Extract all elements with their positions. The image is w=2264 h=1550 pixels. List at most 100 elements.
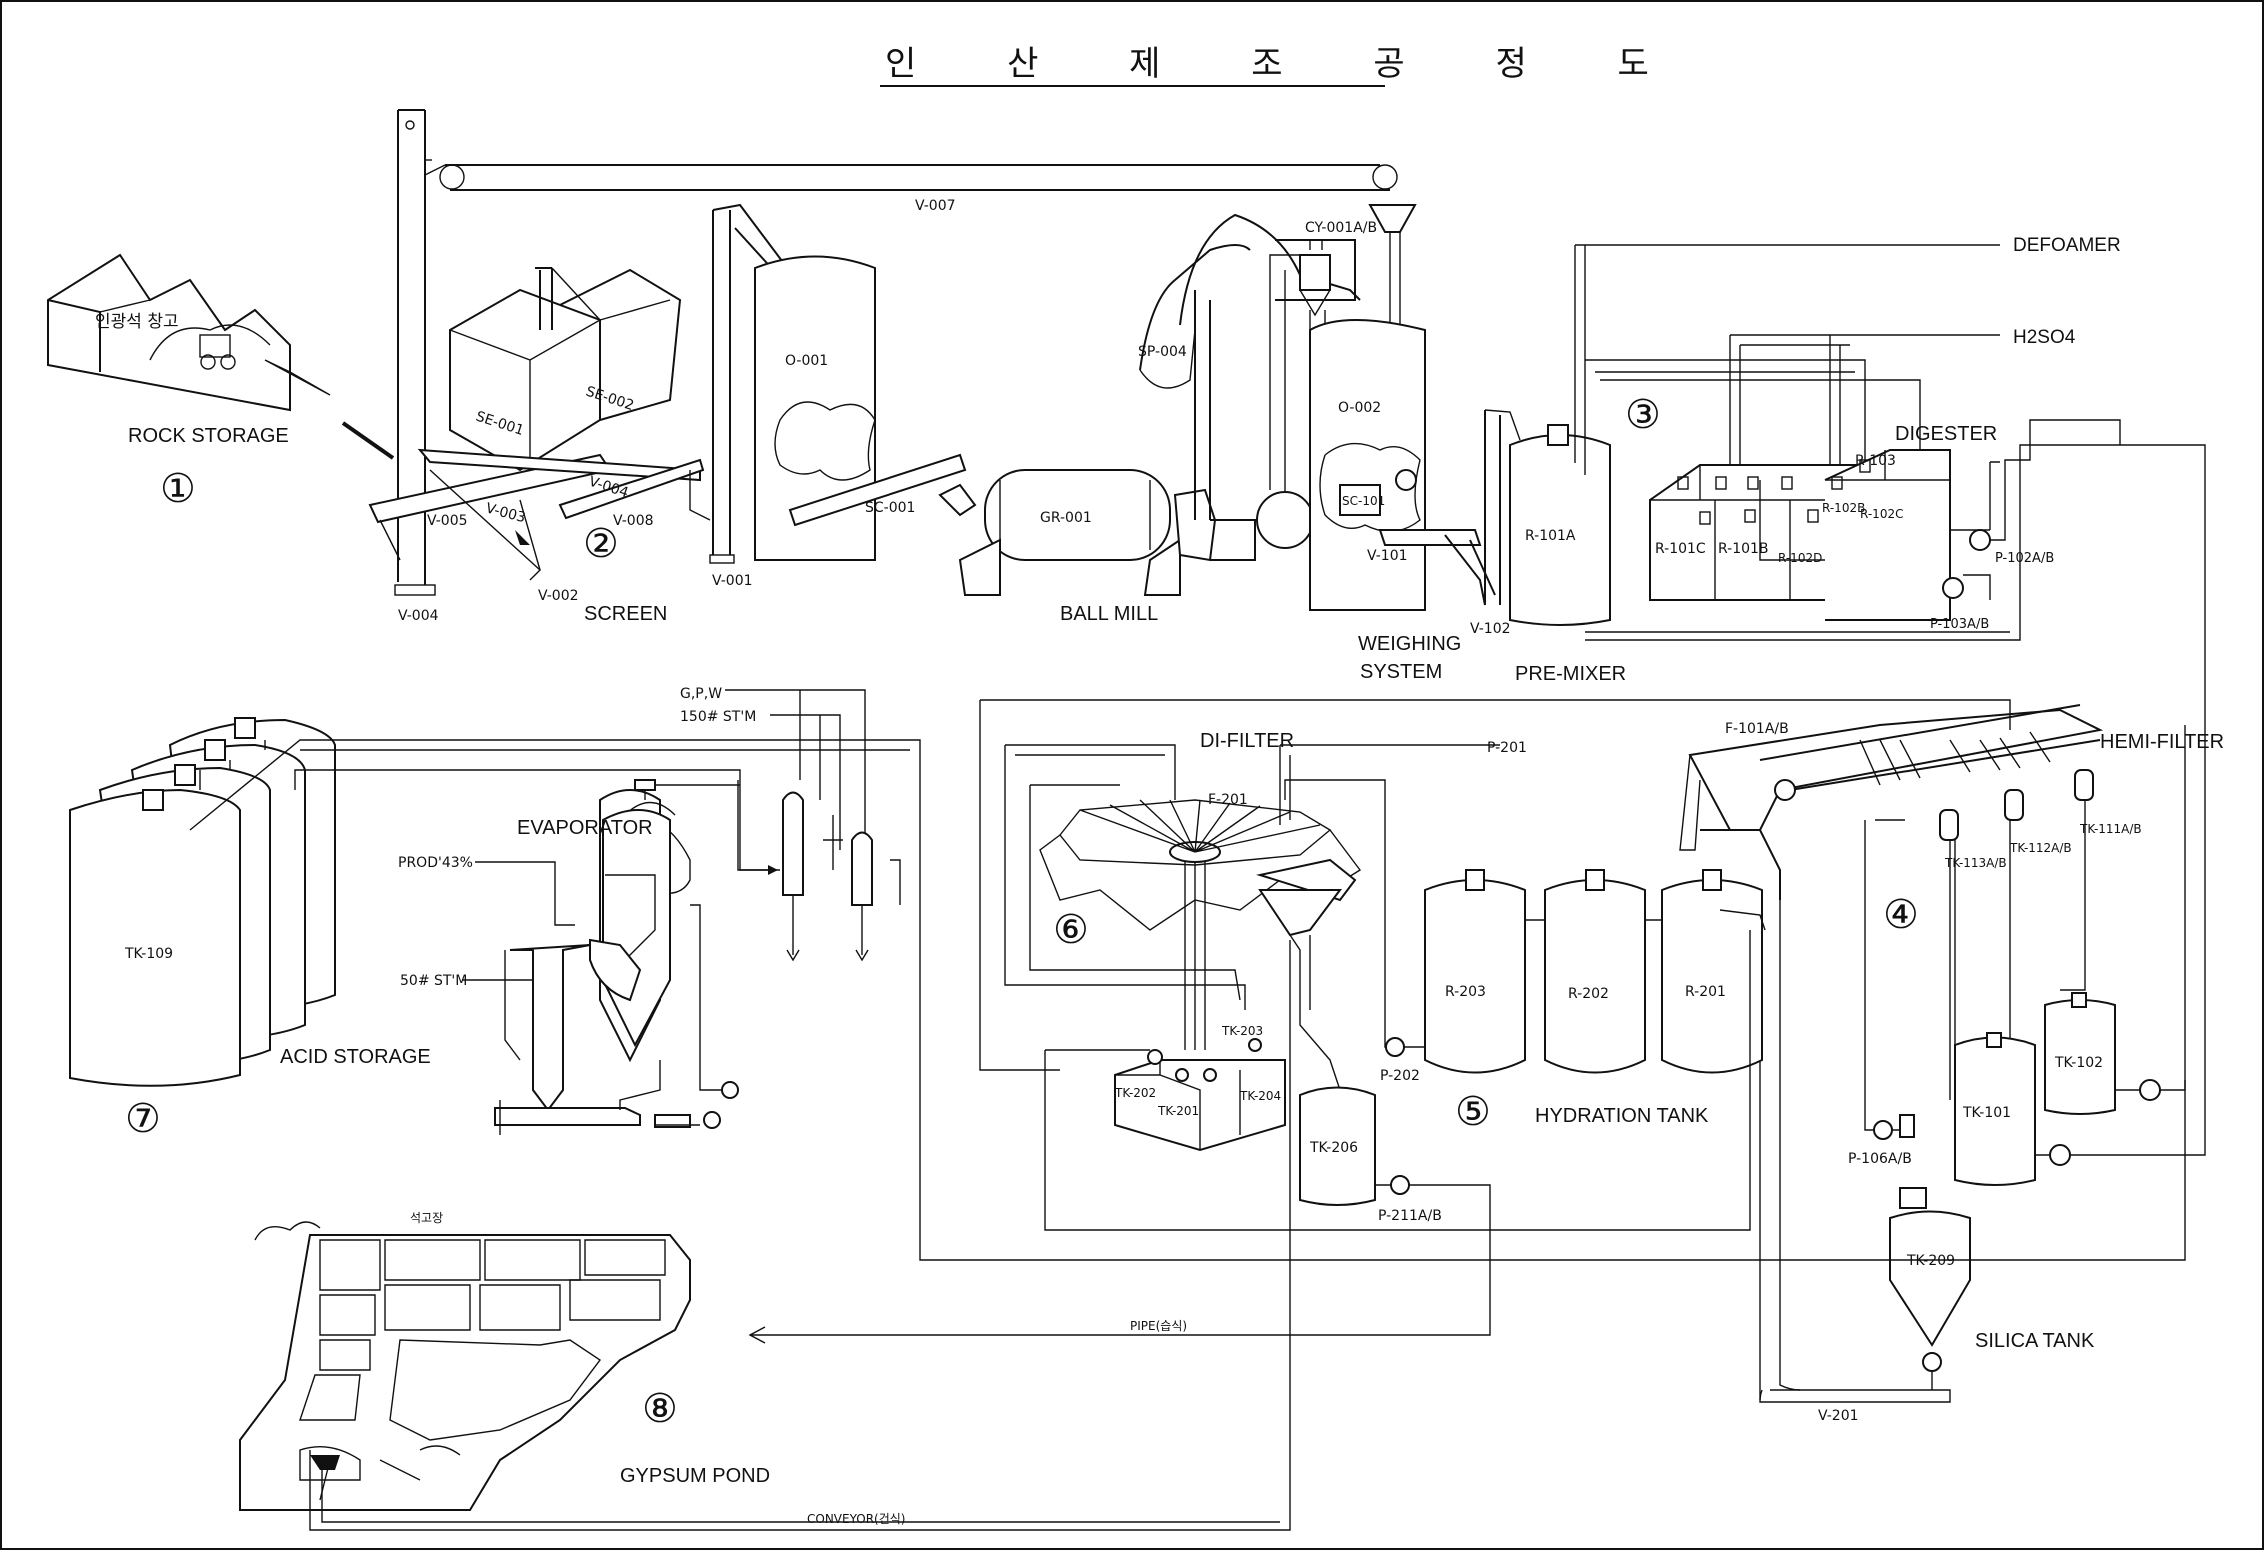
tag-r103: R-103 (1855, 453, 1896, 469)
tag-o001: O-001 (785, 353, 828, 369)
tag-r101b: R-101B (1718, 541, 1769, 557)
tag-tk209: TK-209 (1906, 1253, 1955, 1269)
premixer-label: PRE-MIXER (1515, 663, 1626, 685)
di-filter-label: DI-FILTER (1200, 730, 1294, 752)
diagram-title-group: 인 산 제 조 공 정 도 (880, 44, 1689, 87)
tag-v005: V-005 (427, 513, 468, 529)
tag-r102c: R-102C (1860, 507, 1903, 521)
hydration-tanks: R-203 R-202 R-201 P-202 P-201 (1280, 740, 1766, 1084)
rock-storage-building: 인광석 창고 (47, 253, 331, 412)
tag-o002: O-002 (1338, 400, 1381, 416)
tag-gr001: GR-001 (1040, 510, 1092, 526)
tag-f201: F-201 (1208, 792, 1248, 808)
utility-lines-top: DEFOAMER H2SO4 (1574, 235, 2206, 700)
tag-sc101: SC-101 (1342, 494, 1385, 508)
digester-number: ③ (1625, 392, 1661, 438)
hemi-filter-label: HEMI-FILTER (2100, 731, 2224, 753)
evaporator: G,P,W 150# ST'M (494, 686, 901, 1135)
hemi-filter-f101: F-101A/B TK-113A/B TK-112A/B TK-111A/B (1679, 704, 2142, 1110)
stream-pipe: PIPE(습식) (1130, 1319, 1187, 1333)
tag-tk109: TK-109 (124, 946, 173, 962)
tag-p211ab: P-211A/B (1378, 1208, 1442, 1224)
silica-tank-label: SILICA TANK (1975, 1330, 2095, 1352)
tag-tk101: TK-101 (1962, 1105, 2011, 1121)
rock-storage-number: ① (160, 466, 196, 512)
prod-line (475, 861, 575, 926)
tag-tk113ab: TK-113A/B (1944, 856, 2007, 870)
di-filter-number: ⑥ (1053, 907, 1089, 953)
tag-v102: V-102 (1470, 621, 1511, 637)
tag-r102b: R-102B (1822, 501, 1865, 515)
tag-r202: R-202 (1568, 986, 1609, 1002)
tag-v201: V-201 (1818, 1408, 1859, 1424)
premixer-r101a: R-101A (1509, 424, 1611, 626)
tag-v004: V-004 (398, 608, 439, 624)
hydration-number: ⑤ (1455, 1089, 1491, 1135)
stream-prod: PROD'43% (398, 855, 473, 871)
silica-tank-tk209: TK-209 V-201 (1759, 900, 1971, 1424)
stream-gpw: G,P,W (680, 686, 722, 702)
tag-f101ab: F-101A/B (1725, 721, 1789, 737)
hemi-filter-number: ④ (1883, 892, 1919, 938)
gypsum-pond-map: 석고장 CONVEYOR(건식) PIPE(습식) (239, 940, 1291, 1531)
tag-r102d: R-102D (1778, 551, 1822, 565)
ball-mill-label: BALL MILL (1060, 603, 1158, 625)
tag-r101c: R-101C (1655, 541, 1706, 557)
tag-tk111ab: TK-111A/B (2079, 822, 2142, 836)
tag-cy001: CY-001A/B (1305, 220, 1377, 236)
digester-r101-r103: R-101C R-101B R-102B R-102C R-102D R-103… (1649, 419, 2121, 632)
feed-arrow (341, 421, 395, 460)
conveyor-v102: V-102 (1444, 409, 1521, 637)
tag-sc001: SC-001 (865, 500, 915, 516)
system-label: SYSTEM (1360, 661, 1442, 683)
tag-r201: R-201 (1685, 984, 1726, 1000)
acid-storage-label: ACID STORAGE (280, 1046, 431, 1068)
weighing-system: CY-001A/B O-002 SC-101 V-101 (1275, 204, 1482, 611)
acid-storage-number: ⑦ (125, 1096, 161, 1142)
ball-mill-gr001: GR-001 (938, 469, 1256, 596)
stream-defoamer: DEFOAMER (2013, 235, 2121, 256)
tag-p103ab: P-103A/B (1930, 617, 1989, 632)
tag-tk102: TK-102 (2054, 1055, 2103, 1071)
tag-tk202: TK-202 (1114, 1086, 1156, 1100)
stream-steam50: 50# ST'M (400, 973, 467, 989)
tag-v007: V-007 (915, 198, 956, 214)
stream-conveyor: CONVEYOR(건식) (807, 1512, 906, 1526)
stream-steam150: 150# ST'M (680, 709, 756, 725)
tag-r101a: R-101A (1525, 528, 1576, 544)
tag-v002: V-002 (538, 588, 579, 604)
tag-tk204: TK-204 (1239, 1089, 1281, 1103)
tag-p201: P-201 (1487, 740, 1527, 756)
screen-area: V-007 SE-001 SE-002 V-003 V-004 V-005 V-… (368, 109, 1398, 624)
rock-storage-sublabel: 인광석 창고 (95, 312, 179, 332)
tag-tk112ab: TK-112A/B (2009, 841, 2072, 855)
screen-number: ② (583, 521, 619, 567)
acid-storage-tanks: TK-109 (69, 717, 2186, 1261)
gypsum-pond-sublabel: 석고장 (410, 1211, 443, 1225)
rock-storage-label: ROCK STORAGE (128, 425, 289, 447)
tag-v101: V-101 (1367, 548, 1408, 564)
tag-r203: R-203 (1445, 984, 1486, 1000)
tag-p106ab: P-106A/B (1848, 1151, 1912, 1167)
tag-tk201: TK-201 (1157, 1104, 1199, 1118)
diagram-title: 인 산 제 조 공 정 도 (885, 44, 1689, 84)
gypsum-pond-label: GYPSUM POND (620, 1465, 770, 1487)
tag-p202: P-202 (1380, 1068, 1420, 1084)
tag-sp004: SP-004 (1138, 344, 1187, 360)
separator-sp004: SP-004 (1138, 213, 1361, 549)
tag-tk203: TK-203 (1221, 1024, 1263, 1038)
digester-label: DIGESTER (1895, 423, 1997, 445)
tag-p102ab: P-102A/B (1995, 551, 2054, 566)
silo-o001: V-001 O-001 SC-001 (709, 203, 967, 589)
tanks-tk101-tk102: TK-101 TK-102 P-106A/B (1848, 700, 2206, 1186)
weighing-label: WEIGHING (1358, 633, 1461, 655)
di-filter-f201: F-201 TK-202 TK-201 TK-203 TK-204 TK-206… (748, 699, 2011, 1344)
tag-v001: V-001 (712, 573, 753, 589)
gypsum-pond-number: ⑧ (642, 1386, 678, 1432)
tag-tk206: TK-206 (1309, 1140, 1358, 1156)
evaporator-label: EVAPORATOR (517, 817, 653, 839)
screen-label: SCREEN (584, 603, 667, 625)
hydration-label: HYDRATION TANK (1535, 1105, 1709, 1127)
stream-h2so4: H2SO4 (2013, 327, 2076, 348)
